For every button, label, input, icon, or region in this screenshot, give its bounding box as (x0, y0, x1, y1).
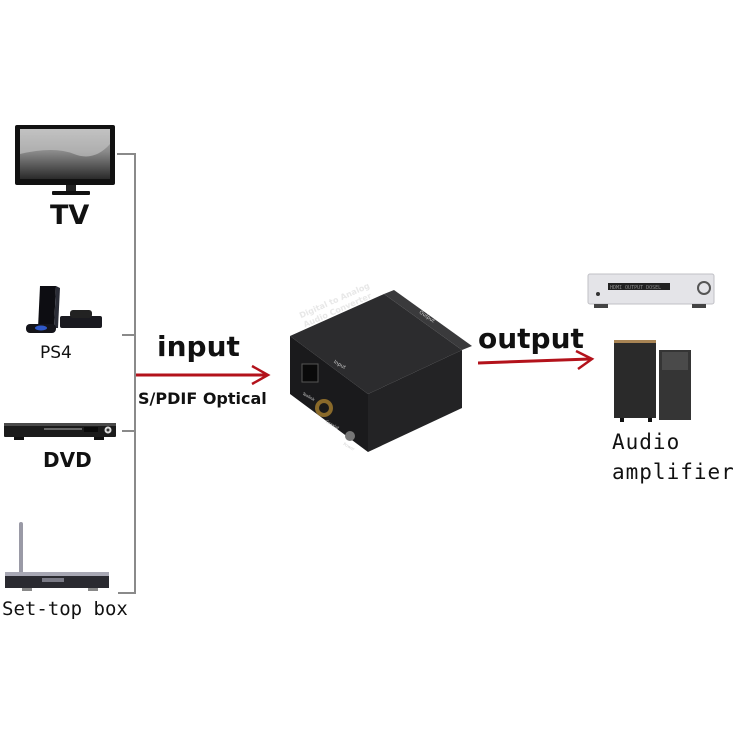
ps4-device (26, 284, 106, 336)
dvd-label: DVD (43, 448, 92, 472)
bus-ps4-connector (122, 334, 135, 336)
converter-device (284, 284, 472, 454)
speakers-device (612, 338, 694, 424)
output-label: output (478, 322, 584, 355)
game-console-icon (26, 286, 102, 333)
input-sublabel: S/PDIF Optical (138, 389, 267, 408)
receiver-display-text: HDMI OUTPUT DOSEL (610, 285, 661, 291)
destination-label-line2: amplifier (612, 460, 735, 484)
input-label: input (157, 330, 240, 363)
dvd-player-icon (4, 423, 116, 440)
bus-tv-connector (117, 153, 135, 155)
ps4-label: PS4 (40, 343, 72, 363)
bus-settop-connector (118, 592, 135, 594)
settop-device (4, 520, 110, 592)
speakers-icon (614, 340, 691, 422)
tv-label: TV (50, 200, 90, 231)
converter-box-icon (290, 290, 472, 452)
input-arrow (136, 364, 272, 390)
arrow-right-icon (477, 349, 595, 371)
av-receiver-icon: HDMI OUTPUT DOSEL (587, 273, 715, 308)
dvd-device (4, 420, 116, 442)
tv-device (14, 124, 116, 198)
bus-dvd-connector (122, 430, 135, 432)
set-top-box-icon (5, 522, 109, 591)
tv-icon (15, 125, 115, 195)
destination-label-line1: Audio (612, 430, 681, 454)
bus-vertical-line (134, 153, 136, 594)
settop-label: Set-top box (2, 598, 128, 620)
arrow-right-icon (136, 364, 271, 386)
av-receiver-device: HDMI OUTPUT DOSEL (586, 270, 718, 312)
output-arrow (477, 349, 596, 376)
